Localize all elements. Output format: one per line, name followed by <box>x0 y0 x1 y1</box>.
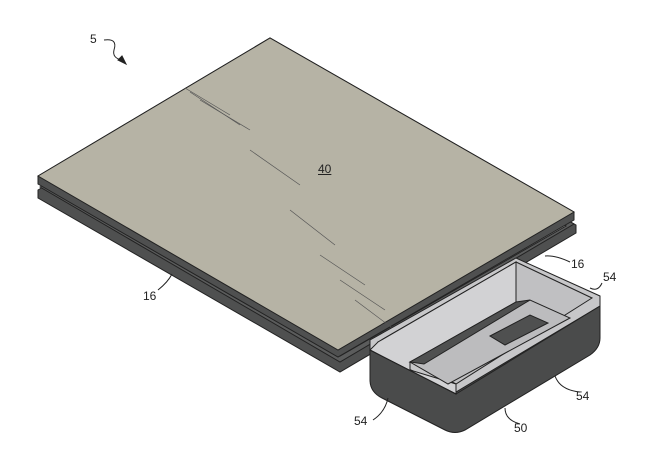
label-frame-left: 16 <box>143 289 157 303</box>
panel-reflection-hatching <box>184 87 396 331</box>
label-panel: 40 <box>318 162 332 176</box>
label-rim-left: 54 <box>354 414 368 428</box>
label-device: 5 <box>90 32 97 46</box>
tray-50 <box>369 257 601 433</box>
label-frame-right: 16 <box>571 257 585 271</box>
leader-lines <box>103 39 603 425</box>
panel-40 <box>37 37 575 358</box>
label-rim-right: 54 <box>576 389 590 403</box>
label-rim-top-right: 54 <box>603 270 617 284</box>
label-tray: 50 <box>514 421 528 435</box>
